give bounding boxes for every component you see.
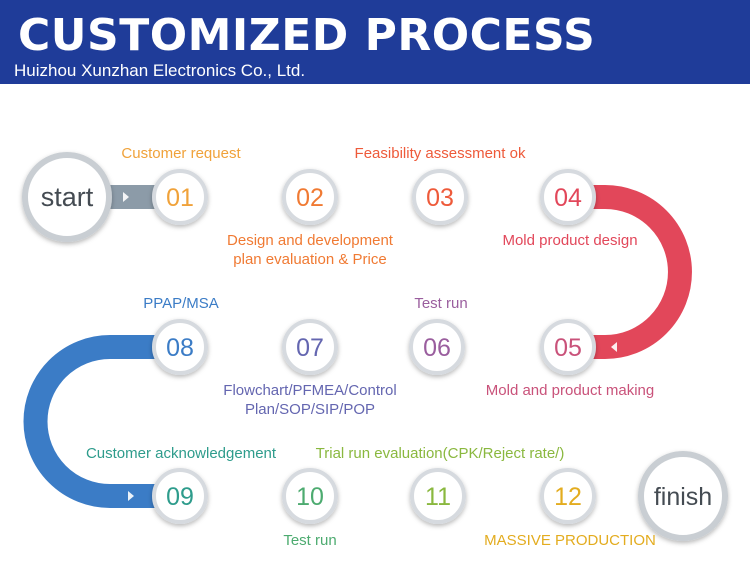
step-circle: [412, 169, 468, 225]
step-circle: [152, 169, 208, 225]
step-circle: [540, 169, 596, 225]
step-circle: [152, 319, 208, 375]
step-node-09: 09: [152, 468, 208, 524]
step-number: 06: [423, 334, 451, 362]
step-label-line: plan evaluation & Price: [233, 251, 386, 268]
step-number: 03: [426, 184, 454, 212]
step-number: 10: [296, 483, 324, 511]
step-label-08: PPAP/MSA: [143, 295, 219, 312]
step-node-12: 12: [540, 468, 596, 524]
step-label-01: Customer request: [121, 145, 241, 162]
step-label-10: Test run: [283, 532, 336, 549]
arrow-right-icon: [620, 491, 626, 501]
step-circle: [282, 468, 338, 524]
step-number: 05: [554, 334, 582, 362]
company-name: Huizhou Xunzhan Electronics Co., Ltd.: [14, 61, 306, 80]
arrow-right-icon: [123, 192, 129, 202]
step-circle: [282, 319, 338, 375]
step-label-03: Feasibility assessment ok: [355, 145, 526, 162]
track-curve-right: [568, 185, 692, 359]
step-number: 02: [296, 184, 324, 212]
step-number: 08: [166, 334, 194, 362]
step-number: 12: [554, 483, 582, 511]
step-circle: [540, 468, 596, 524]
step-node-02: 02: [282, 169, 338, 225]
step-circle: [152, 468, 208, 524]
step-number: 11: [425, 483, 451, 511]
step-node-05: 05: [540, 319, 596, 375]
arrow-right-icon: [248, 491, 254, 501]
step-node-08: 08: [152, 319, 208, 375]
start-label: start: [41, 182, 94, 212]
track-curve-left: [23, 335, 182, 508]
arrow-right-icon: [373, 192, 379, 202]
step-label-line: Flowchart/PFMEA/Control: [223, 382, 396, 399]
step-nodes: 01 02 03 04 05 06 07 08 09 10 11 12: [152, 169, 596, 524]
step-label-04: Mold product design: [502, 232, 637, 249]
step-label-06: Test run: [414, 295, 467, 312]
arrow-markers: [123, 192, 720, 501]
step-label-09: Customer acknowledgement: [86, 445, 277, 462]
step-node-10: 10: [282, 468, 338, 524]
arrow-down-icon: [710, 266, 720, 274]
step-number: 07: [296, 334, 324, 362]
arrow-left-icon: [242, 342, 248, 352]
arrow-right-icon: [243, 192, 249, 202]
finish-node: finish: [638, 451, 728, 541]
arrow-right-icon: [503, 192, 509, 202]
step-node-11: 11: [410, 468, 466, 524]
arrow-left-icon: [372, 342, 378, 352]
arrow-right-icon: [378, 491, 384, 501]
step-label-line: Plan/SOP/SIP/POP: [245, 401, 375, 418]
page-title: CUSTOMIZED PROCESS: [18, 10, 596, 61]
step-node-06: 06: [409, 319, 465, 375]
step-circle: [410, 468, 466, 524]
step-label-12: MASSIVE PRODUCTION: [484, 532, 656, 549]
step-label-02: Design and development plan evaluation & …: [227, 232, 394, 268]
step-circle: [409, 319, 465, 375]
finish-label: finish: [654, 483, 712, 511]
step-node-01: 01: [152, 169, 208, 225]
arrow-left-icon: [611, 342, 617, 352]
header-banner: CUSTOMIZED PROCESS Huizhou Xunzhan Elect…: [0, 0, 750, 84]
step-node-04: 04: [540, 169, 596, 225]
arrow-left-icon: [502, 342, 508, 352]
step-node-07: 07: [282, 319, 338, 375]
step-number: 09: [166, 483, 194, 511]
step-number: 01: [166, 184, 194, 212]
arrow-right-icon: [508, 491, 514, 501]
step-circle: [282, 169, 338, 225]
step-label-11: Trial run evaluation(CPK/Reject rate/): [316, 445, 565, 462]
step-label-line: Design and development: [227, 232, 394, 249]
start-node: start: [22, 152, 112, 242]
step-circle: [540, 319, 596, 375]
arrow-right-icon: [128, 491, 134, 501]
step-node-03: 03: [412, 169, 468, 225]
step-number: 04: [554, 184, 582, 212]
step-label-05: Mold and product making: [486, 382, 654, 399]
